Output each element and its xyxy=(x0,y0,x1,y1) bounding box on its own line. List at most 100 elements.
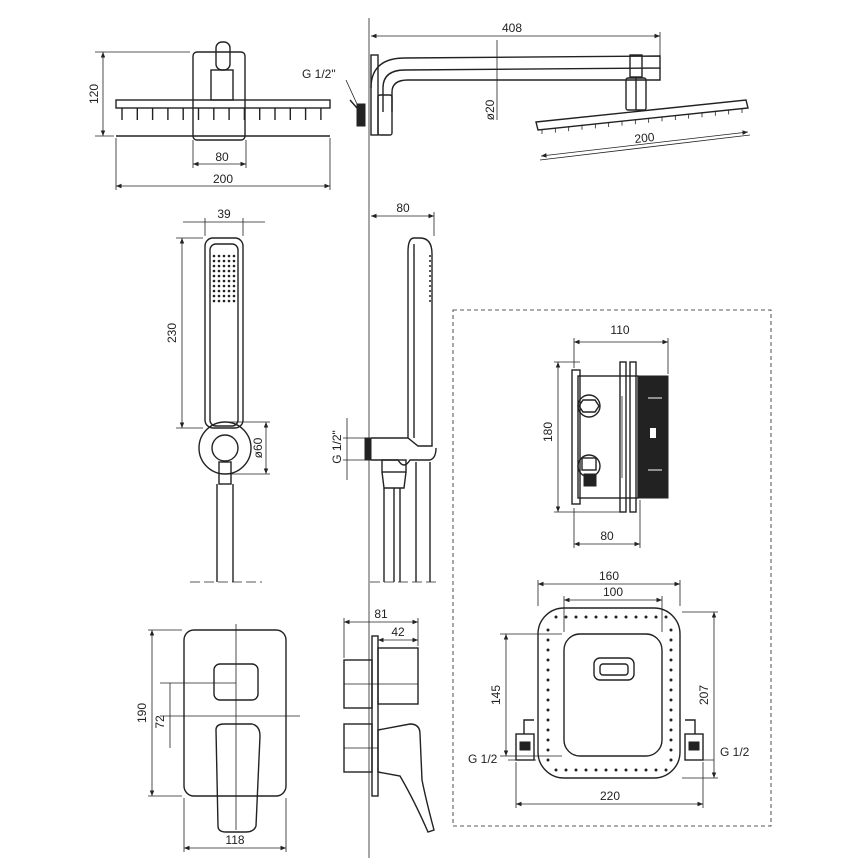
dim-frame-outer-width: 160 xyxy=(599,569,619,583)
spray-hole xyxy=(212,254,216,258)
spray-hole xyxy=(222,264,226,268)
screw-dot xyxy=(546,658,550,662)
dim-holder-diameter: ø60 xyxy=(251,437,265,458)
spray-hole xyxy=(232,289,236,293)
screw-dot xyxy=(654,768,658,772)
spray-hole xyxy=(429,300,431,302)
spray-hole xyxy=(232,274,236,278)
spray-hole xyxy=(429,285,431,287)
screw-dot xyxy=(546,668,550,672)
label-thread-right: G 1/2 xyxy=(720,745,750,759)
mounting-frame-front-view: 160 100 145 207 G 1/2 G 1/2 220 xyxy=(468,569,750,808)
dim-head-mount-width: 80 xyxy=(215,150,229,164)
spray-hole xyxy=(429,260,431,262)
spray-hole xyxy=(232,264,236,268)
spray-hole xyxy=(212,269,216,273)
dim-mixer-depth-body: 42 xyxy=(391,625,405,639)
screw-dot xyxy=(564,768,568,772)
spray-hole xyxy=(222,269,226,273)
spray-hole xyxy=(227,284,231,288)
handshower-front-view: 39 230 ø60 xyxy=(165,207,270,583)
frame-screw-dots xyxy=(546,615,673,772)
screw-dot xyxy=(669,718,673,722)
screw-dot xyxy=(654,615,658,619)
screw-dot xyxy=(669,648,673,652)
spray-hole xyxy=(212,299,216,303)
spray-hole xyxy=(429,290,431,292)
screw-dot xyxy=(584,768,588,772)
spray-hole xyxy=(227,279,231,283)
screw-dot xyxy=(634,615,638,619)
dim-handshower-width: 39 xyxy=(217,207,231,221)
dim-handshower-length: 230 xyxy=(165,323,179,343)
dim-handshower-depth: 80 xyxy=(396,201,410,215)
screw-dot xyxy=(546,708,550,712)
spray-hole xyxy=(222,259,226,263)
handshower-side-view: 80 G 1/2" xyxy=(330,201,438,583)
spray-hole xyxy=(227,299,231,303)
dim-box-width: 110 xyxy=(610,323,629,337)
screw-dot xyxy=(624,615,628,619)
side-nozzles xyxy=(429,255,431,302)
screw-dot xyxy=(546,738,550,742)
label-inlet-thread-top: G 1/2" xyxy=(302,67,336,81)
spray-hole xyxy=(222,254,226,258)
screw-dot xyxy=(669,688,673,692)
spray-hole xyxy=(217,289,221,293)
screw-dot xyxy=(594,615,598,619)
screw-dot xyxy=(669,758,673,762)
spray-hole xyxy=(429,295,431,297)
spray-hole xyxy=(217,284,221,288)
spray-hole xyxy=(232,284,236,288)
screw-dot xyxy=(604,768,608,772)
dim-box-height: 180 xyxy=(541,422,555,442)
screw-dot xyxy=(669,708,673,712)
spray-hole xyxy=(232,294,236,298)
head-front-view: 120 80 200 xyxy=(87,41,331,190)
spray-hole xyxy=(222,289,226,293)
screw-dot xyxy=(554,615,558,619)
dim-frame-inner-width: 100 xyxy=(603,585,623,599)
spray-hole xyxy=(227,274,231,278)
dim-plate-height: 190 xyxy=(135,703,149,723)
screw-dot xyxy=(584,615,588,619)
dim-frame-inner-height: 145 xyxy=(489,685,503,705)
screw-dot xyxy=(546,638,550,642)
label-outlet-thread: G 1/2" xyxy=(330,430,344,464)
screw-dot xyxy=(614,768,618,772)
spray-hole xyxy=(217,299,221,303)
spray-hole xyxy=(227,254,231,258)
screw-dot xyxy=(624,768,628,772)
arm-side-view: ø20 200 408 G 1/2" xyxy=(302,21,751,161)
dim-frame-outer-height: 207 xyxy=(697,685,711,705)
screw-dot xyxy=(669,678,673,682)
screw-dot xyxy=(546,628,550,632)
screw-dot xyxy=(669,658,673,662)
spray-hole xyxy=(227,259,231,263)
spray-hole xyxy=(227,264,231,268)
spray-hole xyxy=(227,289,231,293)
screw-dot xyxy=(574,768,578,772)
spray-hole xyxy=(212,284,216,288)
spray-hole xyxy=(212,279,216,283)
spray-hole xyxy=(429,280,431,282)
spray-hole xyxy=(222,284,226,288)
dim-arm-length: 408 xyxy=(502,21,522,35)
screw-dot xyxy=(664,768,668,772)
screw-dot xyxy=(546,758,550,762)
dim-head-width-side: 200 xyxy=(634,130,656,146)
screw-dot xyxy=(554,768,558,772)
spray-hole xyxy=(232,254,236,258)
spray-hole xyxy=(232,259,236,263)
mixer-side-view: 81 42 xyxy=(343,607,435,833)
spray-hole xyxy=(429,255,431,257)
dim-head-height: 120 xyxy=(87,84,101,104)
screw-dot xyxy=(669,668,673,672)
screw-dot xyxy=(604,615,608,619)
spray-hole xyxy=(232,279,236,283)
screw-dot xyxy=(546,688,550,692)
screw-dot xyxy=(546,728,550,732)
screw-dot xyxy=(669,748,673,752)
spray-hole xyxy=(212,289,216,293)
